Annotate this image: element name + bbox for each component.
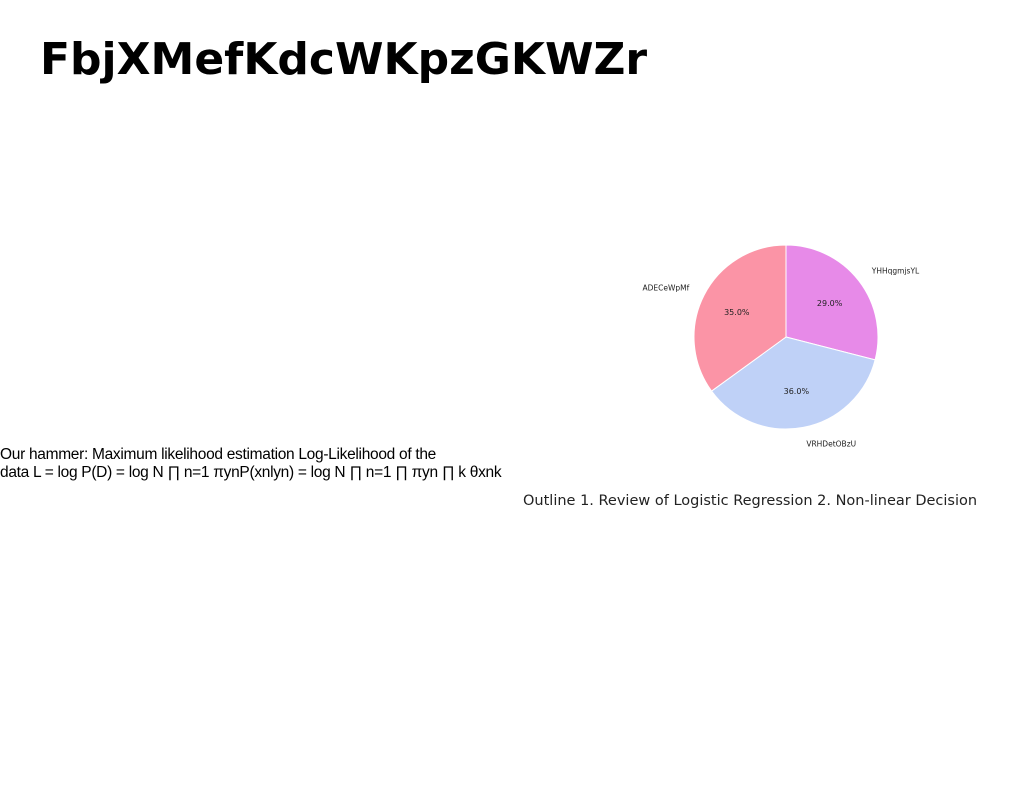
slide-title: FbjXMefKdcWKpzGKWZr <box>40 34 648 85</box>
body-text-line-2: data L = log P(D) = log N ∏ n=1 πynP(xnl… <box>0 464 502 481</box>
pie-slice <box>710 336 876 430</box>
body-text: Our hammer: Maximum likelihood estimatio… <box>0 446 540 482</box>
body-text-line-1: Our hammer: Maximum likelihood estimatio… <box>0 446 436 463</box>
pie-slice <box>693 244 787 392</box>
pie-chart-svg: 29.0% YHHqgmjsYL 36.0% VRHDetOBzU 35.0% ADECe… <box>642 244 920 449</box>
pie-slice-percent-label: 36.0% <box>784 387 810 396</box>
pie-slice-category-label: YHHqgmjsYL <box>871 266 920 275</box>
pie-slice-percent-label: 29.0% <box>817 299 843 308</box>
outline-text: Outline 1. Review of Logistic Regression… <box>523 493 978 509</box>
pie-chart: 29.0% YHHqgmjsYL 36.0% VRHDetOBzU 35.0% ADECe… <box>600 230 960 450</box>
pie-slice-category-label: ADECeWpMf <box>642 284 689 293</box>
pie-slice <box>785 244 879 361</box>
pie-slice-category-label: VRHDetOBzU <box>806 440 856 449</box>
pie-slice-percent-label: 35.0% <box>724 308 750 317</box>
